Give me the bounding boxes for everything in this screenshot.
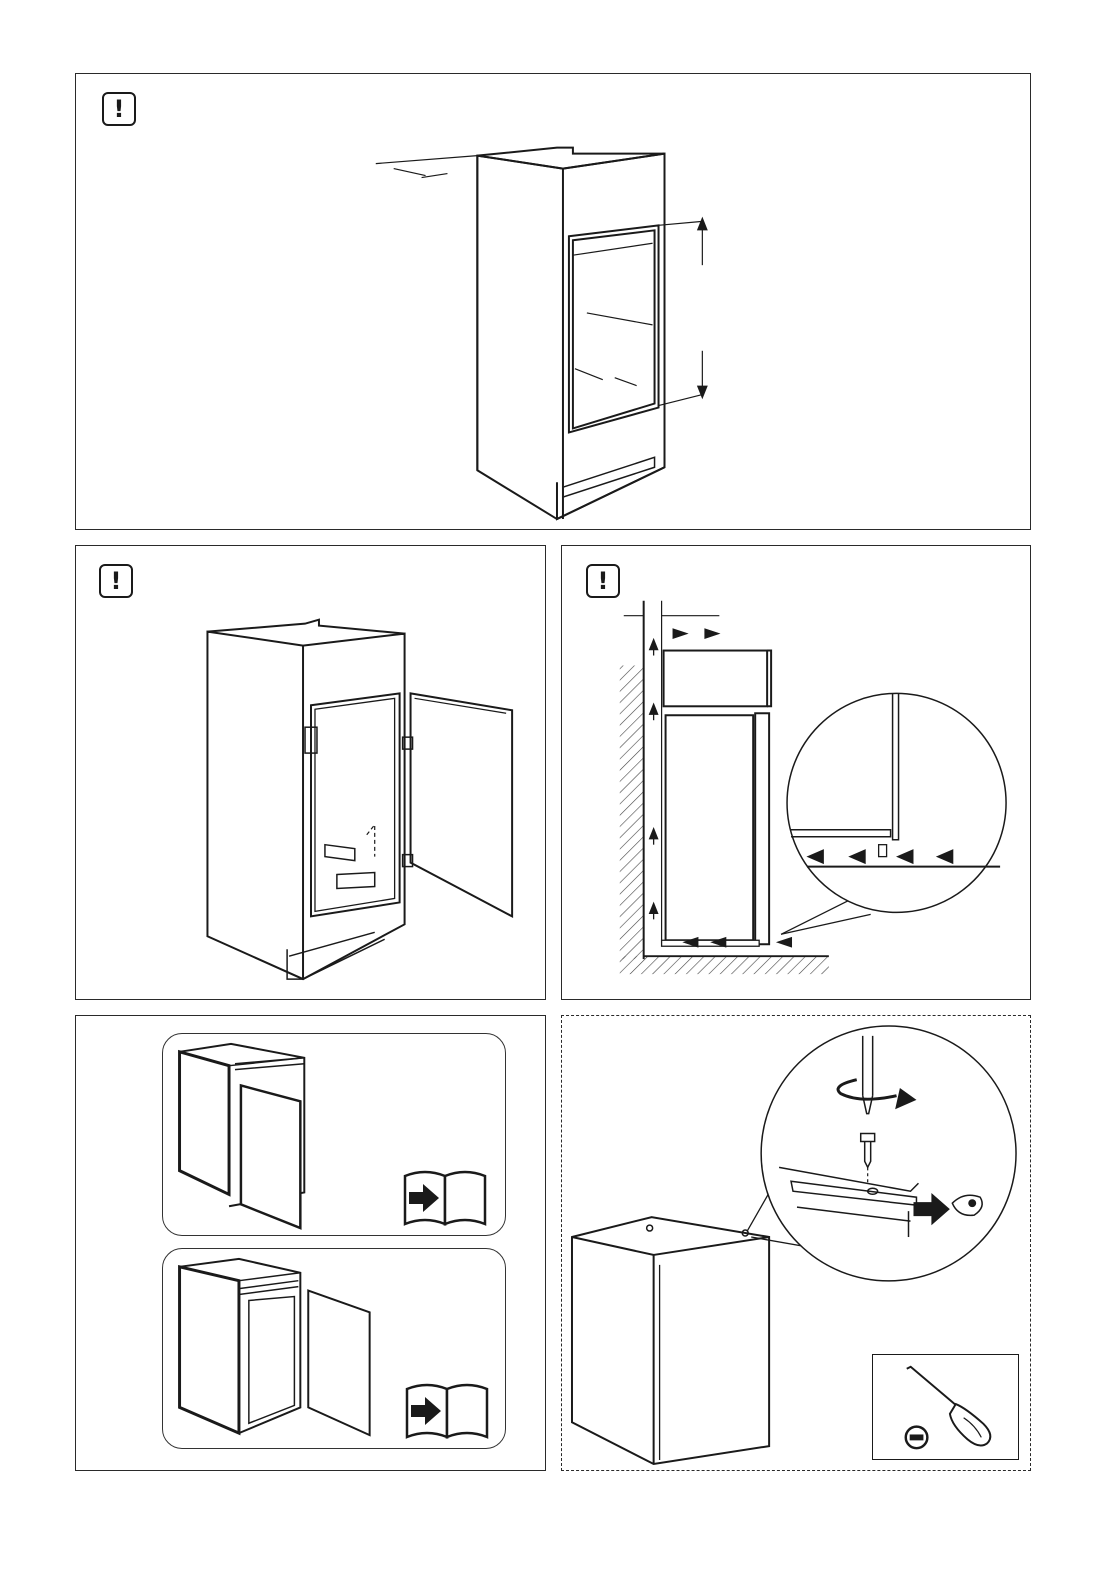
manual-reference-icon [403, 1379, 491, 1441]
panel-cabinet-door-hinges: ! [75, 545, 546, 1000]
manual-reference-icon [401, 1166, 489, 1228]
panel-cabinet-dimensions: ! [75, 73, 1031, 530]
panel-door-reversal-options [75, 1015, 546, 1471]
panel-remove-top-screw [561, 1015, 1031, 1471]
panel-ventilation-clearance: ! [561, 545, 1031, 1000]
open-door-option [162, 1248, 506, 1449]
closed-door-option [162, 1033, 506, 1236]
screwdriver-icon [873, 1355, 1018, 1459]
cabinet-hinge-diagram [76, 546, 545, 999]
tool-box [872, 1354, 1019, 1460]
ventilation-diagram [562, 546, 1030, 999]
cabinet-niche-diagram [76, 74, 1030, 529]
